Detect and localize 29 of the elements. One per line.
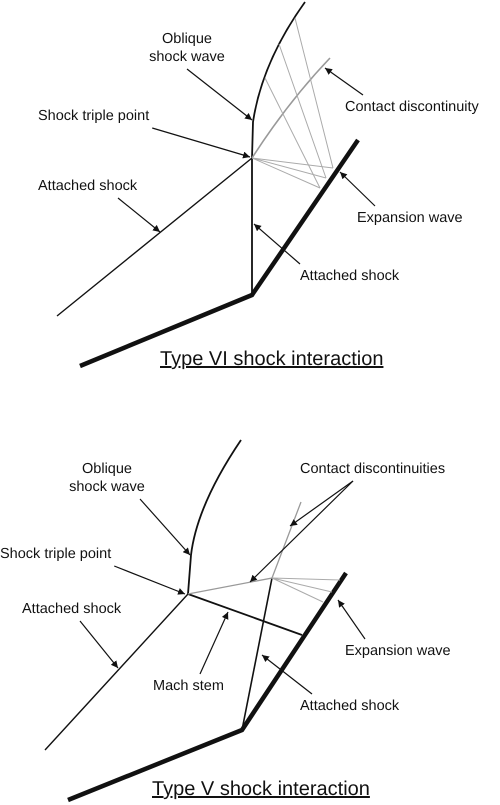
leader-line [140, 498, 190, 556]
callout-label: Shock triple point [38, 107, 150, 125]
leader-line [338, 600, 366, 640]
leader-line [262, 654, 312, 694]
leader-line [324, 68, 364, 96]
leader-line [250, 480, 354, 582]
callout-label: Oblique shock wave [142, 30, 232, 66]
callout-label: Mach stem [153, 677, 224, 695]
leader-line [290, 480, 354, 526]
callout-label: Shock triple point [0, 545, 112, 563]
callout-label: Contact discontinuity [345, 98, 479, 116]
leader-line [199, 612, 229, 674]
figure-title: Type V shock interaction [152, 778, 370, 801]
callout-label: Attached shock [300, 697, 400, 715]
leader-line [254, 224, 300, 264]
callout-label: Attached shock [300, 267, 400, 285]
leader-line [186, 68, 252, 120]
leader-line [340, 172, 376, 206]
callout-label: Oblique shock wave [62, 460, 152, 496]
callout-label: Attached shock [22, 600, 122, 618]
leader-line [152, 127, 250, 158]
callout-label: Expansion wave [357, 209, 463, 227]
figure-title: Type VI shock interaction [160, 348, 384, 371]
leader-line [80, 620, 118, 668]
callout-label: Expansion wave [345, 642, 451, 660]
leader-line [118, 198, 160, 232]
leader-line [114, 565, 186, 595]
callout-label: Attached shock [38, 177, 138, 195]
callout-label: Contact discontinuities [300, 460, 446, 478]
